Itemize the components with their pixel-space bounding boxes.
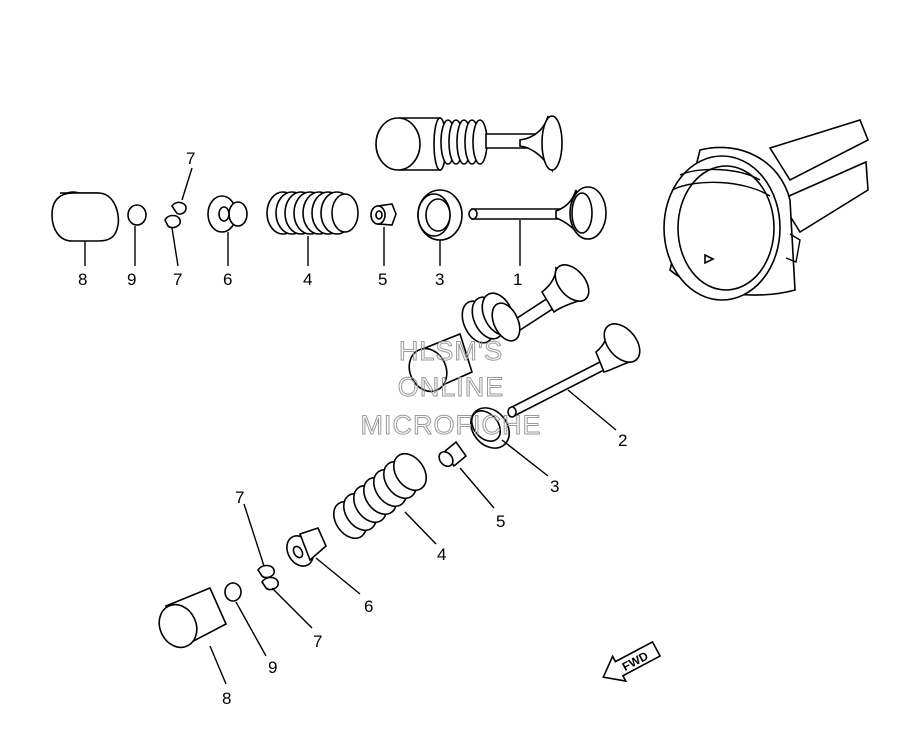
- assembled-valve-middle: [408, 264, 590, 393]
- callout-5-upper: 5: [378, 270, 387, 289]
- callout-2-lower: 2: [618, 431, 627, 450]
- fwd-arrow-icon: FWD: [602, 640, 662, 683]
- spring-lower: [332, 452, 428, 540]
- cotter-lower: [257, 564, 280, 591]
- callout-7b-upper: 7: [173, 270, 182, 289]
- cotter-upper: [164, 201, 187, 229]
- valve-seat-upper: [417, 189, 463, 241]
- tappet-lower: [158, 586, 228, 649]
- callout-7a-upper: 7: [186, 149, 195, 168]
- callout-4-lower: 4: [437, 545, 446, 564]
- callout-4-upper: 4: [303, 270, 312, 289]
- callout-6-upper: 6: [223, 270, 232, 289]
- shim-upper: [127, 204, 147, 226]
- callout-3-lower: 3: [550, 477, 559, 496]
- callout-9-upper: 9: [127, 270, 136, 289]
- retainer-upper: [207, 195, 248, 233]
- callout-5-lower: 5: [496, 512, 505, 531]
- watermark-line-1: HLSM'S: [399, 336, 503, 366]
- callout-8-lower: 8: [222, 689, 231, 708]
- stem-seal-upper: [370, 203, 397, 226]
- callout-7b-lower: 7: [313, 632, 322, 651]
- piston-assembly: [663, 119, 870, 301]
- callout-7a-lower: 7: [235, 488, 244, 507]
- watermark: HLSM'S ONLINE MICROFICHE: [360, 336, 542, 441]
- callout-1-upper: 1: [513, 270, 522, 289]
- stem-seal-lower: [438, 440, 468, 468]
- watermark-line-3: MICROFICHE: [361, 410, 542, 440]
- spring-upper: [266, 191, 359, 235]
- assembled-valve-top: [375, 115, 563, 173]
- callout-3-upper: 3: [435, 270, 444, 289]
- tappet-upper: [51, 191, 120, 242]
- valve-intake: [468, 186, 607, 240]
- callout-9-lower: 9: [268, 658, 277, 677]
- valve-exhaust: [507, 323, 641, 418]
- callout-6-lower: 6: [364, 597, 373, 616]
- valve-seat-lower: [469, 407, 511, 449]
- retainer-lower: [286, 527, 327, 567]
- watermark-line-2: ONLINE: [398, 372, 505, 402]
- shim-lower: [224, 582, 242, 602]
- callout-8-upper: 8: [78, 270, 87, 289]
